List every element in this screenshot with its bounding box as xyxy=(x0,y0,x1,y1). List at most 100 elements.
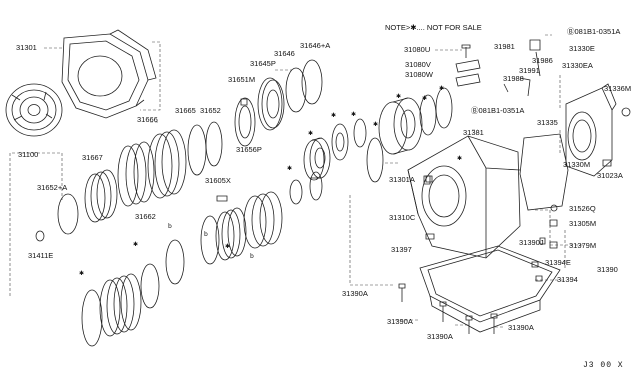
clutch-pack-lower xyxy=(82,240,184,346)
gasket-31335 xyxy=(520,134,568,210)
label-31652A: 31652+A xyxy=(37,183,68,192)
label-31981: 31981 xyxy=(494,42,515,51)
pan-bolts xyxy=(399,284,497,334)
ring-small-b xyxy=(310,172,322,200)
label-31526Q: 31526Q xyxy=(569,204,596,213)
label-31411E: 31411E xyxy=(28,251,54,260)
seal-middle xyxy=(354,119,366,147)
label-31330M: 31330M xyxy=(563,160,591,169)
label-31080W: 31080W xyxy=(405,70,433,79)
label-31394: 31394 xyxy=(557,275,578,284)
label-31080V: 31080V xyxy=(405,60,431,69)
seal-31646A xyxy=(302,60,322,104)
filter-31397 xyxy=(426,234,434,239)
transmission-case xyxy=(408,136,520,258)
label-31390A-1: 31390A xyxy=(342,289,368,298)
svg-text:b: b xyxy=(250,253,254,260)
bolt-31390J xyxy=(540,238,545,244)
o-ring-31526Q xyxy=(551,205,557,211)
label-31390A-2: 31390A xyxy=(387,317,413,326)
label-31390A-4: 31390A xyxy=(508,323,534,332)
label-31645P: 31645P xyxy=(250,59,276,68)
label-31662: 31662 xyxy=(135,212,156,221)
torque-converter xyxy=(6,84,62,136)
label-31330E: 31330E xyxy=(569,44,595,53)
label-31605X: 31605X xyxy=(205,176,231,185)
label-31390A-3: 31390A xyxy=(427,332,453,341)
svg-text:b: b xyxy=(168,223,172,230)
svg-text:✱: ✱ xyxy=(457,155,462,162)
diagram-code: J3 00 X xyxy=(583,361,624,370)
label-31652: 31652 xyxy=(200,106,221,115)
label-31305M: 31305M xyxy=(569,219,597,228)
ring-31652 xyxy=(206,122,222,166)
svg-text:✱: ✱ xyxy=(422,95,427,102)
rear-extension xyxy=(566,84,616,176)
plug-31379M xyxy=(550,242,557,248)
svg-text:✱: ✱ xyxy=(396,93,401,100)
label-31986: 31986 xyxy=(532,56,553,65)
label-31379M: 31379M xyxy=(569,241,597,250)
label-31381: 31381 xyxy=(463,128,484,137)
clutch-pack-31666 xyxy=(118,130,186,206)
oil-pan xyxy=(420,246,560,332)
magnet-31394E xyxy=(532,262,538,267)
label-31080U: 31080U xyxy=(404,45,431,54)
plug-31305M xyxy=(550,220,557,226)
label-31390: 31390 xyxy=(597,265,618,274)
label-31651M: 31651M xyxy=(228,75,256,84)
label-31301A: 31301A xyxy=(389,175,415,184)
label-31335: 31335 xyxy=(537,118,558,127)
svg-text:✱: ✱ xyxy=(331,112,336,119)
label-31646A: 31646+A xyxy=(300,41,331,50)
leader-lines xyxy=(10,35,585,327)
label-31665: 31665 xyxy=(175,106,196,115)
label-31666: 31666 xyxy=(137,115,158,124)
label-bolt-mid: Ⓑ081B1-0351A xyxy=(471,106,525,115)
svg-text:✱: ✱ xyxy=(133,241,138,248)
plug-31605X xyxy=(217,196,227,201)
bearing xyxy=(332,124,348,160)
label-31667: 31667 xyxy=(82,153,103,162)
ring-31652A xyxy=(58,194,78,234)
planetary-gear xyxy=(304,138,330,180)
seal-drum-a xyxy=(420,95,436,135)
label-31336M: 31336M xyxy=(604,84,632,93)
clutch-pack-middle xyxy=(201,192,282,264)
not-for-sale-note: NOTE>✱.... NOT FOR SALE xyxy=(385,23,482,32)
svg-text:✱: ✱ xyxy=(308,130,313,137)
svg-text:✱: ✱ xyxy=(79,270,84,277)
manual-lever-parts xyxy=(504,40,540,96)
label-31394E: 31394E xyxy=(545,258,571,267)
label-31330EA: 31330EA xyxy=(562,61,593,70)
label-31100: 31100 xyxy=(18,150,39,159)
label-31390J: 31390J xyxy=(519,238,544,247)
svg-text:b: b xyxy=(204,231,208,238)
sensor-31336M xyxy=(622,108,630,116)
ring-small-a xyxy=(290,180,302,204)
svg-text:✱: ✱ xyxy=(225,243,230,250)
clutch-pack-31667 xyxy=(85,170,117,222)
clutch-drum xyxy=(379,98,422,154)
svg-text:✱: ✱ xyxy=(351,111,356,118)
snap-ring-31665 xyxy=(188,125,206,175)
seal-drum-b xyxy=(436,88,452,128)
label-31656P: 31656P xyxy=(236,145,262,154)
bolt-31301A xyxy=(426,176,432,182)
label-31988: 31988 xyxy=(503,74,524,83)
ring-middle-large xyxy=(367,138,383,182)
label-31310C: 31310C xyxy=(389,213,416,222)
label-31301: 31301 xyxy=(16,43,37,52)
not-for-sale-markers: ✱ ✱ ✱ ✱ ✱ ✱ ✱ ✱ ✱ ✱ ✱ ✱ b b b xyxy=(79,85,462,277)
label-31646: 31646 xyxy=(274,49,295,58)
seal-31646 xyxy=(286,68,306,112)
converter-housing xyxy=(62,30,156,118)
label-bolt-top: Ⓑ081B1-0351A xyxy=(567,27,621,36)
svg-text:✱: ✱ xyxy=(287,165,292,172)
piston-31656P xyxy=(235,98,255,146)
label-31397: 31397 xyxy=(391,245,412,254)
ring-31411E xyxy=(36,231,44,241)
piston-31645P xyxy=(258,78,284,130)
svg-text:✱: ✱ xyxy=(373,121,378,128)
